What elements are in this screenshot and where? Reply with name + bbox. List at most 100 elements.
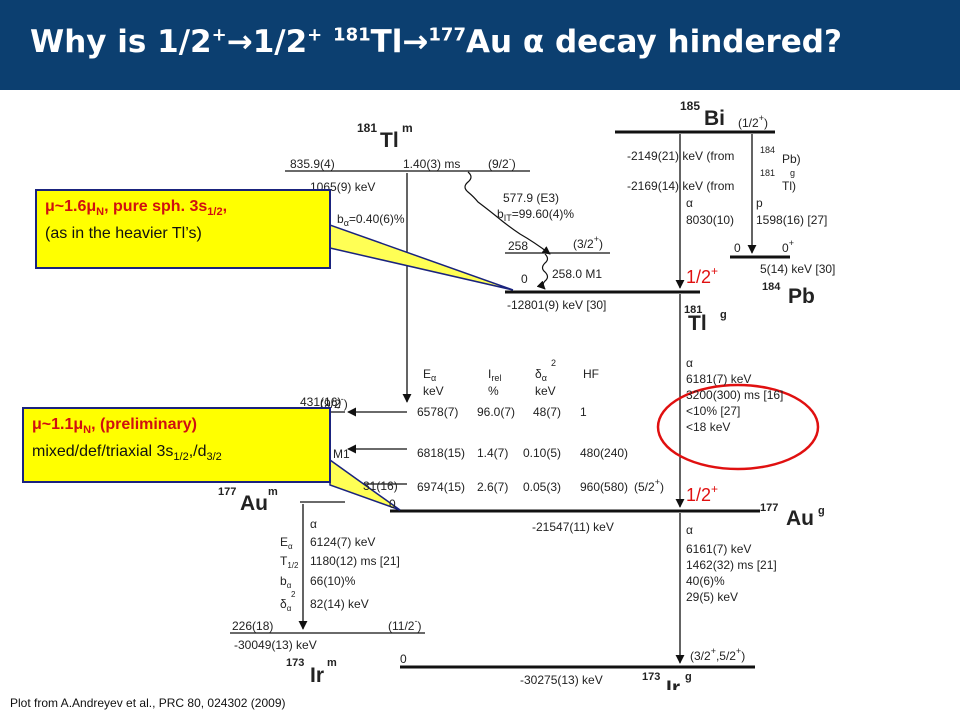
aum-b-lbl: bα — [280, 574, 292, 590]
arrow-symbol: → — [226, 24, 253, 60]
callout-au-line2: mixed/def/triaxial 3s1/2,/d3/2 — [32, 443, 222, 464]
irg-energy: -30275(13) keV — [520, 673, 603, 687]
title-sup2: + — [307, 24, 323, 46]
table-h3-sup: 2 — [551, 358, 556, 368]
aug-energy: -21547(11) keV — [532, 520, 614, 534]
title-el2: Au — [465, 24, 513, 60]
tlg-spin-red: 1/2+ — [686, 264, 718, 287]
title-suffix: decay hindered? — [554, 24, 842, 60]
tlg-a3: <10% [27] — [686, 404, 740, 418]
table-h1-unit: keV — [423, 384, 444, 398]
aum-d-val: 82(14) keV — [310, 597, 369, 611]
irg-spin: (3/2+,5/2+) — [690, 646, 745, 663]
table-h3: δα — [535, 367, 547, 383]
irm-level: 226(18) — [232, 619, 273, 633]
table-row-3-lvl: 31(16) — [363, 479, 398, 493]
aum-d-lbl: δα — [280, 597, 292, 613]
bi-line1: -2149(21) keV (from — [627, 149, 734, 163]
table-h4: HF — [583, 367, 599, 381]
title-el1: Tl — [370, 24, 403, 60]
irm-mass: 173 — [286, 657, 304, 669]
arrow-symbol-2: → — [402, 24, 429, 60]
bi-alpha: α — [686, 196, 693, 210]
tlm-half: 1.40(3) ms — [403, 157, 460, 171]
table-row-3-e: 6974(15) — [417, 480, 465, 494]
callout-tl-line2: (as in the heavier Tl’s) — [45, 225, 202, 243]
alpha-symbol: α — [522, 24, 545, 60]
callout-au-ground: μ~1.1μN, (preliminary) mixed/def/triaxia… — [22, 407, 331, 483]
tlm-258-spin: (3/2+) — [573, 234, 603, 251]
irg-g: g — [685, 671, 692, 683]
pb-mass: 184 — [762, 281, 781, 293]
tlm-m: m — [402, 121, 413, 135]
aug-spin-red: 1/2+ — [686, 482, 718, 505]
tlm-bit: bIT=99.60(4)% — [497, 207, 574, 223]
pb-spin: 0+ — [782, 238, 794, 255]
highlight-ellipse — [656, 383, 820, 471]
tlm-258: 258 — [508, 239, 528, 253]
title-sup1: + — [211, 24, 227, 46]
aum-t-val: 1180(12) ms [21] — [310, 554, 400, 568]
irm-m: m — [327, 657, 337, 669]
aum-e-val: 6124(7) keV — [310, 535, 375, 549]
table-row-1-d: 48(7) — [533, 405, 561, 419]
bi-proton-energy: 1598(16) [27] — [756, 213, 827, 227]
aum-e-lbl: Eα — [280, 535, 293, 551]
title-mid1: 1/2 — [252, 24, 308, 60]
tlg-a1: 6181(7) keV — [686, 372, 751, 386]
irm-element: Ir — [310, 664, 324, 687]
aum-element: Au — [240, 492, 268, 515]
tlm-m1: 258.0 M1 — [552, 267, 602, 281]
table-row-2-e: 6818(15) — [417, 446, 465, 460]
bi-line1-ref: Pb) — [782, 152, 801, 166]
aug-a3: 40(6)% — [686, 574, 725, 588]
arrow-m1-wavy — [536, 253, 549, 290]
table-row-1-e: 6578(7) — [417, 405, 458, 419]
table-row-1-hf: 1 — [580, 405, 587, 419]
aug-a1: 6161(7) keV — [686, 542, 751, 556]
callout-tl-line1: μ~1.6μN, pure sph. 3s1/2, — [45, 198, 228, 219]
tlm-spin: (9/2-) — [488, 154, 516, 171]
bi-line2-ref-g: g — [790, 168, 795, 178]
aum-t-lbl: T1/2 — [280, 554, 299, 570]
table-row-3-spin: (5/2+) — [634, 477, 664, 494]
bi-spin: (1/2+) — [738, 113, 768, 130]
tlg-a4: <18 keV — [686, 420, 730, 434]
aug-mass: 177 — [760, 502, 778, 514]
table-row-1-lvl: 431(16) — [300, 395, 341, 409]
decay-scheme-diagram: 185 Bi (1/2+) -2149(21) keV (from 184 Pb… — [218, 99, 835, 690]
aug-g: g — [818, 505, 825, 517]
tlg-alpha: α — [686, 356, 693, 370]
table-h2-unit: % — [488, 384, 499, 398]
aug-a4: 29(5) keV — [686, 590, 738, 604]
irm-energy: -30049(13) keV — [234, 638, 317, 652]
callout-au-line1: μ~1.1μN, (preliminary) — [32, 416, 197, 437]
table-row-2-d: 0.10(5) — [523, 446, 561, 460]
table-row-2-i: 1.4(7) — [477, 446, 508, 460]
tlm-e3: 577.9 (E3) — [503, 191, 559, 205]
tlm-zero: 0 — [521, 272, 528, 286]
table-h2: Irel — [488, 367, 501, 383]
callout-pointer-1 — [329, 223, 514, 291]
footer-citation: Plot from A.Andreyev et al., PRC 80, 024… — [10, 696, 286, 710]
aum-d-sup: 2 — [291, 590, 296, 599]
title-mass2: 177 — [428, 24, 466, 46]
title-bar — [0, 0, 960, 90]
irg-element: Ir — [666, 677, 680, 690]
bi-line1-ref-mass: 184 — [760, 145, 775, 155]
callout-tl-ground: μ~1.6μN, pure sph. 3s1/2, (as in the hea… — [35, 189, 331, 269]
pb-level: 0 — [734, 241, 741, 255]
tlg-mass: 181 — [684, 304, 702, 316]
aum-m: m — [268, 486, 278, 498]
tlm-mass: 181 — [357, 121, 377, 135]
table-row-3-i: 2.6(7) — [477, 480, 508, 494]
tlm-element: Tl — [380, 129, 399, 152]
irg-mass: 173 — [642, 671, 660, 683]
aug-a2: 1462(32) ms [21] — [686, 558, 777, 572]
table-row-3-d: 0.05(3) — [523, 480, 561, 494]
tlg-a2: 3200(300) ms [16] — [686, 388, 783, 402]
bi-line2: -2169(14) keV (from — [627, 179, 734, 193]
aum-zero: 0 — [389, 497, 396, 511]
table-row-2-hf: 480(240) — [580, 446, 628, 460]
table-h1: Eα — [423, 367, 436, 383]
